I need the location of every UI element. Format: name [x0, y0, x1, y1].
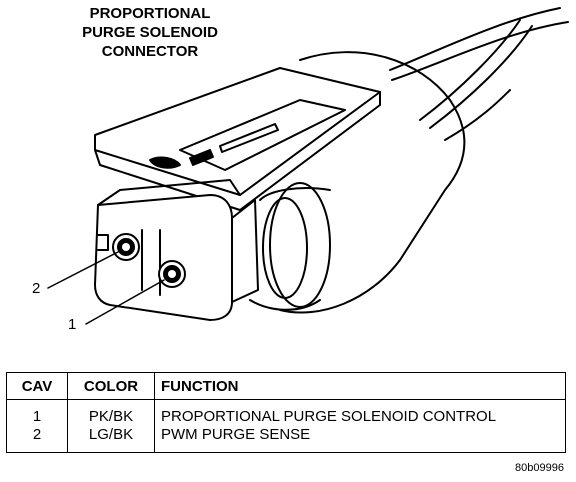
- callout-1: 1: [68, 316, 77, 333]
- connector-face: [94, 179, 259, 321]
- cavity-2: [112, 233, 140, 261]
- cell-color: LG/BK: [67, 426, 155, 453]
- cell-cav: 2: [6, 426, 68, 453]
- diagram-title: PROPORTIONAL PURGE SOLENOID CONNECTOR: [60, 4, 240, 61]
- cavity-1: [158, 260, 186, 288]
- connector-body: [249, 51, 466, 314]
- connector-illustration: [47, 7, 569, 325]
- header-cav: CAV: [6, 372, 68, 400]
- cell-cav: 1: [6, 399, 68, 426]
- callout-2: 2: [32, 280, 41, 297]
- header-color: COLOR: [67, 372, 155, 400]
- table-header-row: CAV COLOR FUNCTION: [6, 372, 566, 400]
- cell-function: PWM PURGE SENSE: [154, 426, 566, 453]
- table-row: 2 LG/BK PWM PURGE SENSE: [6, 426, 566, 453]
- title-line-1: PROPORTIONAL: [89, 5, 211, 22]
- title-line-2: PURGE SOLENOID: [82, 24, 218, 41]
- reference-code: 80b09996: [515, 462, 564, 474]
- leader-line-2: [47, 251, 119, 289]
- pinout-table: CAV COLOR FUNCTION 1 PK/BK PROPORTIONAL …: [6, 372, 566, 453]
- title-line-3: CONNECTOR: [101, 43, 199, 60]
- cell-function: PROPORTIONAL PURGE SOLENOID CONTROL: [154, 399, 566, 426]
- table-row: 1 PK/BK PROPORTIONAL PURGE SOLENOID CONT…: [6, 399, 566, 426]
- header-function: FUNCTION: [154, 372, 566, 400]
- leader-line-1: [85, 279, 165, 325]
- locking-tab: [94, 67, 381, 211]
- cell-color: PK/BK: [67, 399, 155, 426]
- wire-harness: [389, 7, 569, 141]
